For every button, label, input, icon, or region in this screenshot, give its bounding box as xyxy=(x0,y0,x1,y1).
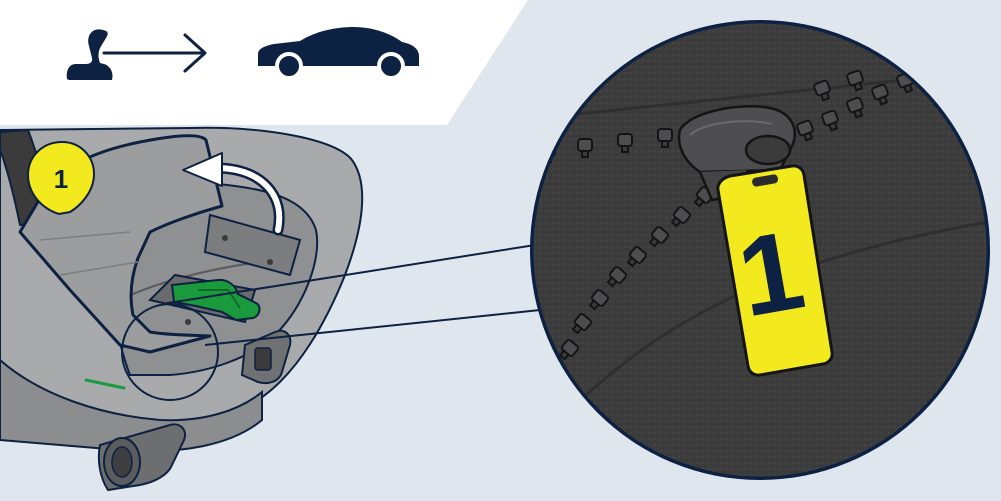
zoom-target-circle xyxy=(121,303,219,401)
connector-line-bottom xyxy=(204,309,541,346)
step-badge: 1 xyxy=(26,140,96,216)
car-icon xyxy=(258,27,419,80)
step-badge-label: 1 xyxy=(54,164,68,194)
car-seat-icon xyxy=(66,29,113,80)
magnifier-lens: 1 xyxy=(530,20,990,480)
arrow-right-icon xyxy=(102,33,207,73)
zipper-pull-tag: 1 xyxy=(716,164,834,377)
green-clip xyxy=(170,278,261,322)
connector-line-top xyxy=(161,244,536,305)
lift-arrow-icon xyxy=(182,152,285,236)
